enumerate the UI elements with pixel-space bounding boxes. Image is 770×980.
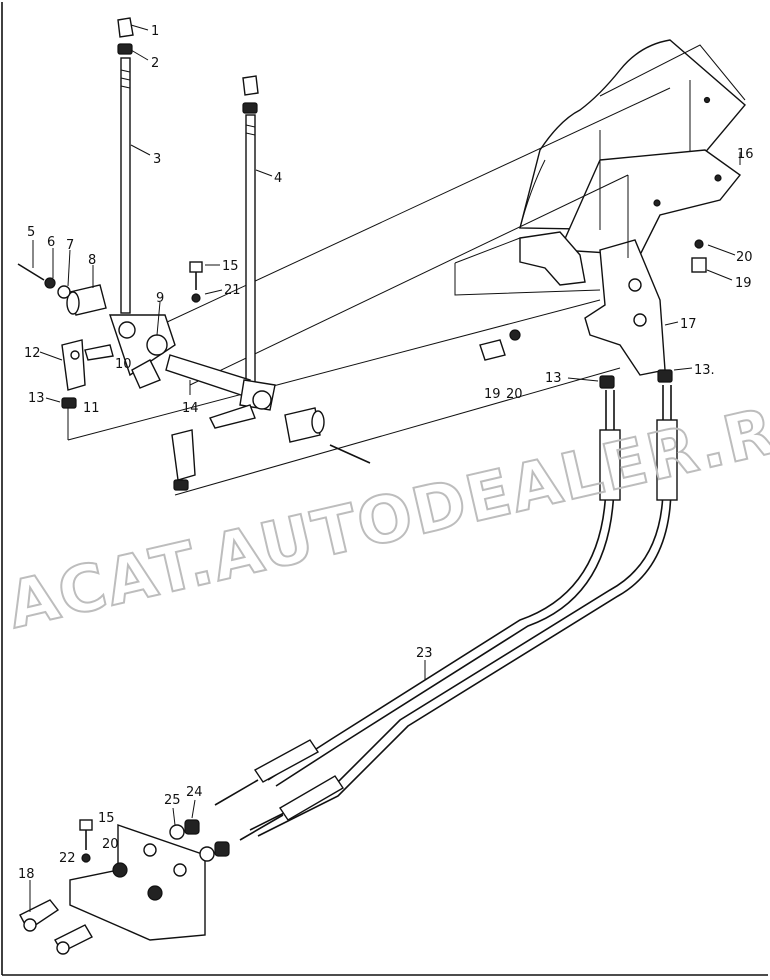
callout-1: 1 [151, 24, 159, 39]
callout-20-bottom: 20 [102, 837, 119, 852]
callout-25: 25 [164, 793, 181, 808]
callout-16: 16 [737, 147, 754, 162]
callout-19-right: 19 [735, 276, 752, 291]
bracket-17 [519, 231, 666, 376]
bolt-5 [17, 263, 45, 281]
nut-24-b [214, 841, 230, 857]
callout-12: 12 [24, 346, 41, 361]
callout-5: 5 [27, 225, 35, 240]
callout-8: 8 [88, 253, 96, 268]
bolt-19-lower [479, 329, 521, 361]
callout-9: 9 [156, 291, 164, 306]
callout-18: 18 [18, 867, 35, 882]
callout-13-right: 13. [694, 363, 715, 378]
callout-14: 14 [182, 401, 199, 416]
callout-24: 24 [186, 785, 203, 800]
callout-7: 7 [66, 238, 74, 253]
callout-17: 17 [680, 317, 697, 332]
plate-edge [454, 237, 521, 264]
callout-13-mid: 13 [545, 371, 562, 386]
pin-10 [84, 344, 114, 361]
clevis-18 [19, 899, 93, 955]
lever-housing-9 [109, 314, 176, 389]
nut-13-cable-a [599, 375, 615, 389]
nut-13-cable-b [657, 369, 673, 383]
clevis-lower [171, 429, 196, 491]
washer-25 [169, 824, 185, 840]
shaft-14 [165, 354, 276, 429]
shift-lever-4 [242, 75, 259, 391]
plate-edge-lower [454, 263, 601, 296]
bolt-15 [189, 261, 203, 290]
washer-21 [191, 293, 201, 303]
mount-plate-22 [69, 824, 206, 941]
washer-7 [57, 285, 71, 299]
shift-lever-3 [117, 17, 134, 314]
assembly-lines [67, 87, 671, 496]
clevis-12 [61, 339, 86, 391]
callout-19-mid: 19 [484, 387, 501, 402]
watermark: ACAT.AUTODEALER.RU [1, 383, 770, 644]
washer-25-b [199, 846, 215, 862]
callout-20-mid: 20 [506, 387, 523, 402]
callout-11: 11 [83, 401, 100, 416]
callout-4: 4 [274, 171, 282, 186]
callout-3: 3 [153, 152, 161, 167]
callout-10: 10 [115, 357, 132, 372]
callout-13-left: 13 [28, 391, 45, 406]
control-cables-23 [214, 385, 678, 841]
callout-23: 23 [416, 646, 433, 661]
callout-21: 21 [224, 283, 241, 298]
bushing-right [284, 407, 371, 464]
callout-15-bottom: 15 [98, 811, 115, 826]
bolt-19-upper [691, 239, 707, 273]
callout-15-top: 15 [222, 259, 239, 274]
callout-22: 22 [59, 851, 76, 866]
callout-20-right: 20 [736, 250, 753, 265]
bolt-15-lower [79, 819, 93, 863]
nut-13-left [61, 397, 77, 409]
nut-24 [184, 819, 200, 835]
nut-6 [44, 277, 56, 289]
leader-lines [29, 24, 741, 912]
callout-2: 2 [151, 56, 159, 71]
callout-6: 6 [47, 235, 55, 250]
bushing-8 [66, 284, 107, 316]
